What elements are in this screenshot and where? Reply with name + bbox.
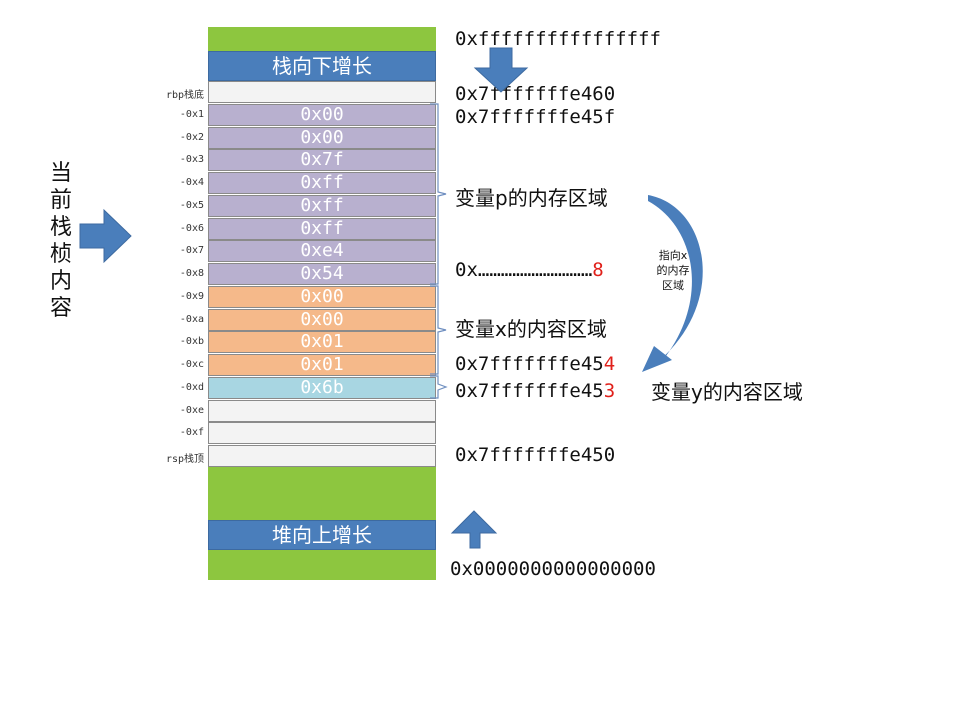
address-p-start: 0x7fffffffe45f: [455, 106, 616, 128]
region-p-label: 变量p的内存区域: [455, 186, 608, 210]
offset-label: -0x4: [179, 177, 204, 188]
offset-label: -0xa: [179, 314, 204, 325]
stack-cell: 0x01: [208, 331, 436, 353]
stack-cell: 0xff: [208, 172, 436, 194]
p-value-address: 0x…………………………8: [455, 259, 604, 281]
p-value-last-digit: 8: [592, 259, 604, 281]
stack-cell: 0x6b: [208, 377, 436, 399]
offset-label: rsp栈顶: [165, 454, 204, 465]
address-y-prefix: 0x7fffffffe45: [455, 380, 604, 402]
stack-cell: [208, 400, 436, 422]
offset-label: -0xe: [179, 405, 204, 416]
current-frame-label: 当前栈桢内容: [50, 161, 73, 321]
frame-arrow-icon: [79, 208, 132, 264]
stack-cell: 0x00: [208, 309, 436, 331]
heap-grows-up-banner: 堆向上增长: [208, 520, 436, 550]
pointer-note: 指向x的内存区域: [656, 249, 690, 292]
stack-cell: 0xff: [208, 218, 436, 240]
region-y-label: 变量y的内容区域: [651, 380, 803, 404]
offset-label: -0x3: [179, 154, 204, 165]
offset-label: rbp栈底: [165, 90, 204, 101]
stack-cell: [208, 81, 436, 103]
stack-cell: [208, 422, 436, 444]
stack-grows-down-banner: 栈向下增长: [208, 51, 436, 81]
pointer-curve-arrow-icon: [642, 195, 703, 372]
offset-label: -0x8: [179, 268, 204, 279]
p-value-prefix: 0x…………………………: [455, 259, 593, 281]
y-region-brace: [430, 375, 448, 399]
offset-label: -0xb: [179, 336, 204, 347]
offset-label: -0x5: [179, 200, 204, 211]
stack-cell: 0x00: [208, 286, 436, 308]
offset-label: -0x1: [179, 109, 204, 120]
down-arrow-icon: [473, 47, 529, 93]
stack-cell: 0x00: [208, 127, 436, 149]
stack-cell: 0xe4: [208, 240, 436, 262]
address-y-last-digit: 3: [603, 380, 616, 402]
offset-label: -0x7: [179, 245, 204, 256]
address-bottom: 0x0000000000000000: [450, 558, 656, 580]
region-x-label: 变量x的内容区域: [455, 317, 607, 341]
offset-label: -0x9: [179, 291, 204, 302]
stack-cell: 0x54: [208, 263, 436, 285]
offset-label: -0x2: [179, 132, 204, 143]
stack-cell: [208, 445, 436, 467]
stack-cell: 0x01: [208, 354, 436, 376]
address-rsp: 0x7fffffffe450: [455, 444, 616, 466]
stack-cell: 0x00: [208, 104, 436, 126]
up-arrow-icon: [450, 510, 498, 549]
offset-label: -0xc: [179, 359, 204, 370]
address-x: 0x7fffffffe454: [455, 353, 615, 375]
address-y: 0x7fffffffe453: [455, 380, 615, 402]
address-x-prefix: 0x7fffffffe45: [455, 353, 604, 375]
p-region-brace: [430, 103, 447, 285]
address-top: 0xffffffffffffffff: [455, 28, 661, 50]
address-x-last-digit: 4: [603, 353, 616, 375]
offset-label: -0x6: [179, 223, 204, 234]
offset-label: -0xd: [179, 382, 204, 393]
stack-cell: 0x7f: [208, 149, 436, 171]
offset-label: -0xf: [179, 427, 204, 438]
address-rbp: 0x7fffffffe460: [455, 83, 616, 105]
x-region-brace: [430, 285, 447, 375]
stack-cell: 0xff: [208, 195, 436, 217]
